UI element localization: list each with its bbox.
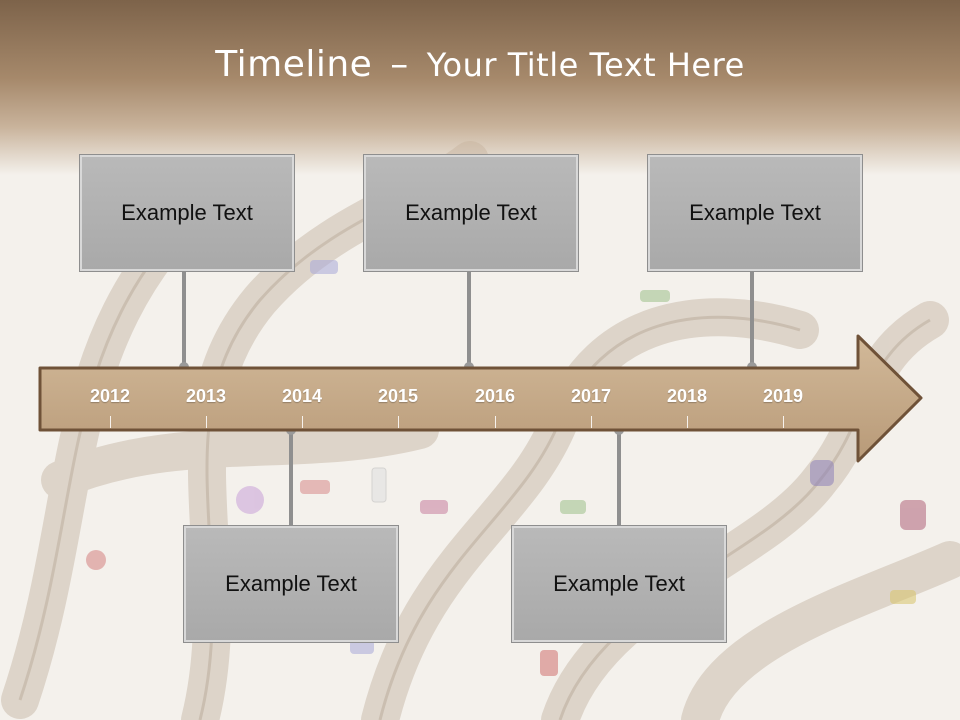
callout-top-3[interactable]: Example Text	[648, 155, 862, 271]
year-label-2012: 2012	[89, 386, 131, 406]
year-tick	[783, 416, 784, 428]
callout-bottom-1[interactable]: Example Text	[184, 526, 398, 642]
connector-top-1	[182, 268, 186, 366]
connector-top-2	[467, 268, 471, 366]
connector-bottom-1	[289, 430, 293, 528]
year-tick	[398, 416, 399, 428]
year-tick	[110, 416, 111, 428]
callout-text: Example Text	[405, 200, 537, 225]
year-tick	[591, 416, 592, 428]
header-band	[0, 0, 960, 175]
year-label-2013: 2013	[185, 386, 227, 406]
year-label-2015: 2015	[377, 386, 419, 406]
callout-text: Example Text	[553, 571, 685, 596]
year-label-2016: 2016	[474, 386, 516, 406]
connector-top-3	[750, 268, 754, 366]
year-tick	[206, 416, 207, 428]
title-subtitle: Your Title Text Here	[426, 46, 745, 84]
year-tick	[687, 416, 688, 428]
callout-text: Example Text	[689, 200, 821, 225]
callout-top-1[interactable]: Example Text	[80, 155, 294, 271]
year-label-2017: 2017	[570, 386, 612, 406]
callout-text: Example Text	[121, 200, 253, 225]
year-label-2019: 2019	[762, 386, 804, 406]
callout-bottom-2[interactable]: Example Text	[512, 526, 726, 642]
callout-text: Example Text	[225, 571, 357, 596]
connector-bottom-2	[617, 430, 621, 528]
title-separator: –	[390, 44, 409, 85]
year-label-2014: 2014	[281, 386, 323, 406]
title-main: Timeline	[215, 44, 373, 85]
callout-top-2[interactable]: Example Text	[364, 155, 578, 271]
year-tick	[495, 416, 496, 428]
slide-title: Timeline – Your Title Text Here	[0, 44, 960, 85]
year-tick	[302, 416, 303, 428]
year-label-2018: 2018	[666, 386, 708, 406]
